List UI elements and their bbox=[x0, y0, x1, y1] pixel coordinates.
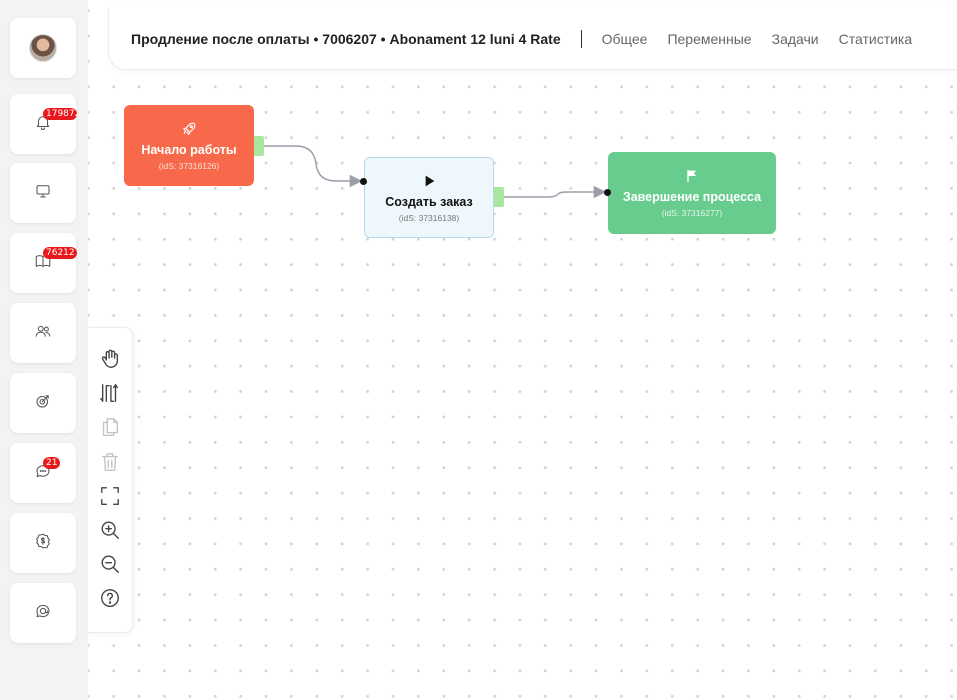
end-node[interactable]: Завершение процесса (idS: 37316277) bbox=[608, 152, 776, 234]
pan-tool-button[interactable] bbox=[98, 349, 122, 373]
start-node-title: Начало работы bbox=[141, 142, 237, 157]
start-node-id: (idS: 37316126) bbox=[158, 160, 220, 171]
finance-button[interactable] bbox=[10, 513, 76, 573]
end-node-title: Завершение процесса bbox=[622, 190, 762, 204]
chat-icon bbox=[34, 462, 52, 484]
task-node-input-port[interactable] bbox=[360, 178, 367, 185]
end-node-input-port[interactable] bbox=[604, 189, 611, 196]
end-node-id: (idS: 37316277) bbox=[661, 208, 723, 218]
support-button[interactable] bbox=[10, 583, 76, 643]
copy-tool-button[interactable] bbox=[98, 417, 122, 441]
task-node[interactable]: Создать заказ (idS: 37316138) bbox=[364, 157, 494, 238]
rocket-icon bbox=[181, 121, 197, 137]
left-nav-rail: 179872 76212 21 bbox=[0, 0, 88, 700]
support-icon bbox=[34, 602, 52, 624]
docs-button[interactable]: 76212 bbox=[10, 233, 77, 293]
profile-button[interactable] bbox=[10, 18, 76, 78]
flag-icon bbox=[684, 168, 700, 184]
trash-icon bbox=[99, 451, 121, 477]
task-node-title: Создать заказ bbox=[385, 194, 473, 209]
task-node-output-port[interactable] bbox=[494, 187, 504, 207]
help-button[interactable] bbox=[98, 588, 122, 612]
chat-button[interactable]: 21 bbox=[10, 443, 76, 503]
page-title: Продление после оплаты • 7006207 • Abona… bbox=[131, 30, 561, 47]
sort-icon bbox=[99, 382, 121, 408]
targets-button[interactable] bbox=[10, 373, 76, 433]
zoom-in-icon bbox=[99, 519, 121, 545]
users-button[interactable] bbox=[10, 303, 76, 363]
user-avatar bbox=[29, 34, 57, 62]
delete-tool-button[interactable] bbox=[98, 452, 122, 476]
fit-screen-button[interactable] bbox=[98, 486, 122, 510]
monitor-icon bbox=[34, 182, 52, 204]
help-icon bbox=[99, 587, 121, 613]
header-divider bbox=[580, 29, 582, 48]
tab-tasks[interactable]: Задачи bbox=[771, 30, 819, 47]
zoom-out-button[interactable] bbox=[98, 554, 122, 578]
zoom-in-button[interactable] bbox=[98, 520, 122, 544]
tab-statistics[interactable]: Статистика bbox=[838, 30, 913, 47]
process-header: Продление после оплаты • 7006207 • Abona… bbox=[108, 8, 957, 70]
tab-variables[interactable]: Переменные bbox=[667, 30, 752, 47]
coin-icon bbox=[34, 532, 52, 554]
hand-icon bbox=[99, 348, 121, 374]
target-icon bbox=[34, 392, 52, 414]
fit-screen-icon bbox=[99, 485, 121, 511]
users-icon bbox=[34, 322, 52, 344]
copy-icon bbox=[99, 416, 121, 442]
tab-general[interactable]: Общее bbox=[601, 30, 648, 47]
canvas-tools-panel bbox=[88, 327, 133, 633]
monitor-button[interactable] bbox=[10, 163, 76, 223]
notifications-button[interactable]: 179872 bbox=[10, 94, 77, 154]
sort-tool-button[interactable] bbox=[98, 383, 122, 407]
start-node[interactable]: Начало работы (idS: 37316126) bbox=[124, 105, 254, 186]
notifications-badge: 179872 bbox=[43, 108, 77, 120]
play-icon bbox=[421, 173, 437, 189]
docs-badge: 76212 bbox=[43, 247, 77, 259]
zoom-out-icon bbox=[99, 553, 121, 579]
task-node-id: (idS: 37316138) bbox=[398, 212, 460, 223]
start-node-output-port[interactable] bbox=[254, 136, 264, 156]
chat-badge: 21 bbox=[43, 457, 61, 469]
